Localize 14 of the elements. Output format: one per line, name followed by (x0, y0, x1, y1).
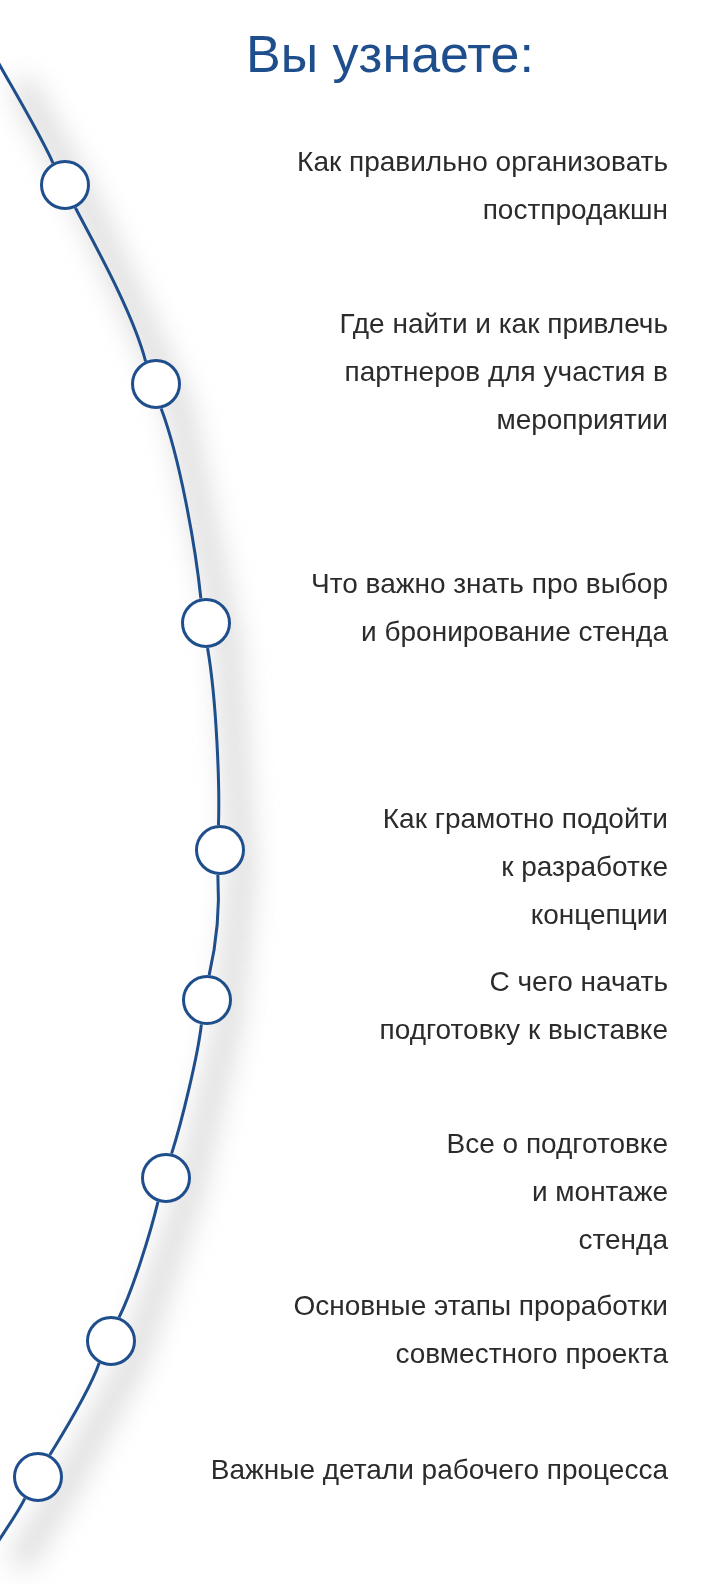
item-text: Как грамотно подойти к разработке концепции (381, 802, 668, 932)
item-text: Что важно знать про выбор и бронирование стенда (310, 567, 668, 649)
item-text: Основные этапы проработки совместного проекта (292, 1289, 668, 1371)
connector-line (206, 647, 221, 826)
connector-line (207, 874, 220, 976)
item-text: Где найти и как привлечь партнеров для участия в мероприятии (338, 307, 668, 437)
item-text: Все о подготовке и монтаже стенда (445, 1127, 668, 1257)
connector-line (117, 1201, 160, 1318)
connector-line (159, 407, 203, 599)
title: Вы узнаете: (245, 24, 535, 85)
item-text: С чего начать подготовку к выставке (378, 965, 668, 1047)
connector-line (170, 1024, 203, 1155)
item-text: Важные детали рабочего процесса (209, 1453, 668, 1487)
item-text: Как правильно организовать постпродакшн (296, 145, 668, 227)
